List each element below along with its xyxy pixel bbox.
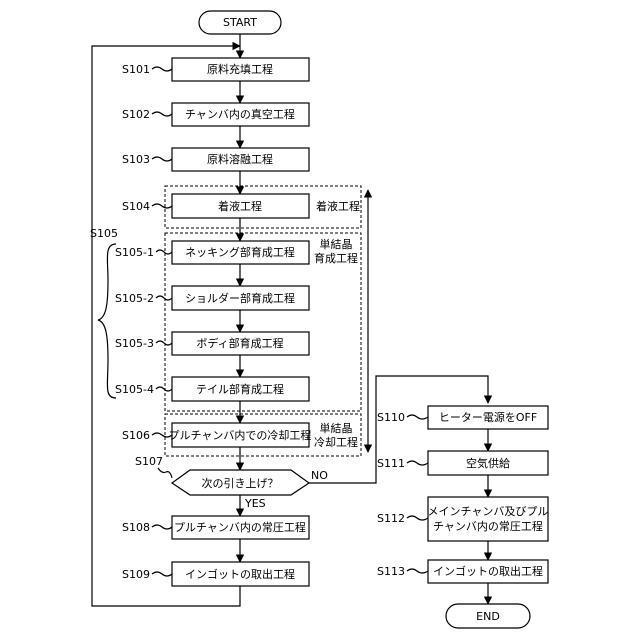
step-id-s105-3: S105-3: [115, 337, 154, 350]
leader-s113: [407, 569, 428, 573]
decision-s107-label: 次の引き上げ？: [202, 476, 279, 490]
step-s111-label: 空気供給: [466, 456, 510, 470]
step-s108-label: プルチャンバ内の常圧工程: [174, 520, 306, 534]
step-s105-1-label: ネッキング部育成工程: [185, 245, 295, 259]
step-s110-label: ヒーター電源をOFF: [439, 410, 537, 424]
step-id-s108: S108: [122, 521, 150, 534]
step-s112-box: [428, 497, 548, 541]
step-id-s102: S102: [122, 108, 150, 121]
leader-s109: [152, 572, 172, 576]
leader-s102: [152, 112, 172, 116]
leader-s101: [152, 67, 172, 71]
step-id-s105-4: S105-4: [115, 383, 154, 396]
step-s105-group-id: S105: [90, 227, 118, 240]
end-label: END: [476, 610, 500, 623]
growth-group-label-line1: 単結晶: [320, 237, 353, 251]
step-id-s105-2: S105-2: [115, 292, 154, 305]
step-id-s103: S103: [122, 153, 150, 166]
leader-s105-4: [156, 387, 172, 391]
leader-s105-1: [156, 250, 172, 254]
step-id-s107: S107: [135, 455, 163, 468]
no-branch-label: NO: [311, 469, 328, 482]
leader-s108: [152, 525, 172, 529]
step-id-s109: S109: [122, 568, 150, 581]
step-s102-label: チャンバ内の真空工程: [185, 107, 295, 121]
leader-s112: [407, 516, 428, 520]
step-s113-label: インゴットの取出工程: [433, 564, 543, 578]
s105-group-brace: [98, 244, 116, 398]
step-s105-4-label: テイル部育成工程: [196, 382, 284, 396]
step-s106-label: プルチャンバ内での冷却工程: [169, 428, 312, 442]
landing-group-label: 着液工程: [316, 199, 360, 213]
step-id-s110: S110: [377, 411, 405, 424]
step-s104-label: 着液工程: [218, 199, 262, 213]
yes-branch-label: YES: [244, 497, 266, 510]
leader-s103: [152, 157, 172, 161]
step-s109-label: インゴットの取出工程: [185, 567, 295, 581]
step-id-s113: S113: [377, 565, 405, 578]
step-id-s101: S101: [122, 63, 150, 76]
leader-s105-2: [156, 296, 172, 300]
leader-s110: [407, 415, 428, 419]
leader-s107: [158, 468, 172, 478]
step-id-s106: S106: [122, 429, 150, 442]
step-s101-label: 原料充填工程: [207, 62, 273, 76]
step-id-s112: S112: [377, 512, 405, 525]
cooling-group-label-line1: 単結晶: [320, 421, 353, 435]
growth-group-label-line2: 育成工程: [314, 251, 358, 265]
step-s105-3-label: ボディ部育成工程: [196, 336, 283, 350]
step-s105-2-label: ショルダー部育成工程: [185, 291, 295, 305]
step-id-s105-1: S105-1: [115, 246, 154, 259]
leader-s111: [407, 461, 428, 465]
leader-s105-3: [156, 341, 172, 345]
step-id-s104: S104: [122, 200, 150, 213]
cooling-group-label-line2: 冷却工程: [314, 436, 358, 449]
leader-s104: [152, 204, 172, 208]
step-id-s111: S111: [377, 457, 405, 470]
step-s112-label-line2: チャンバ内の常圧工程: [433, 519, 543, 533]
step-s112-label-line1: メインチャンバ及びプル: [428, 505, 549, 518]
step-s103-label: 原料溶融工程: [207, 152, 273, 166]
start-label: START: [223, 16, 257, 29]
